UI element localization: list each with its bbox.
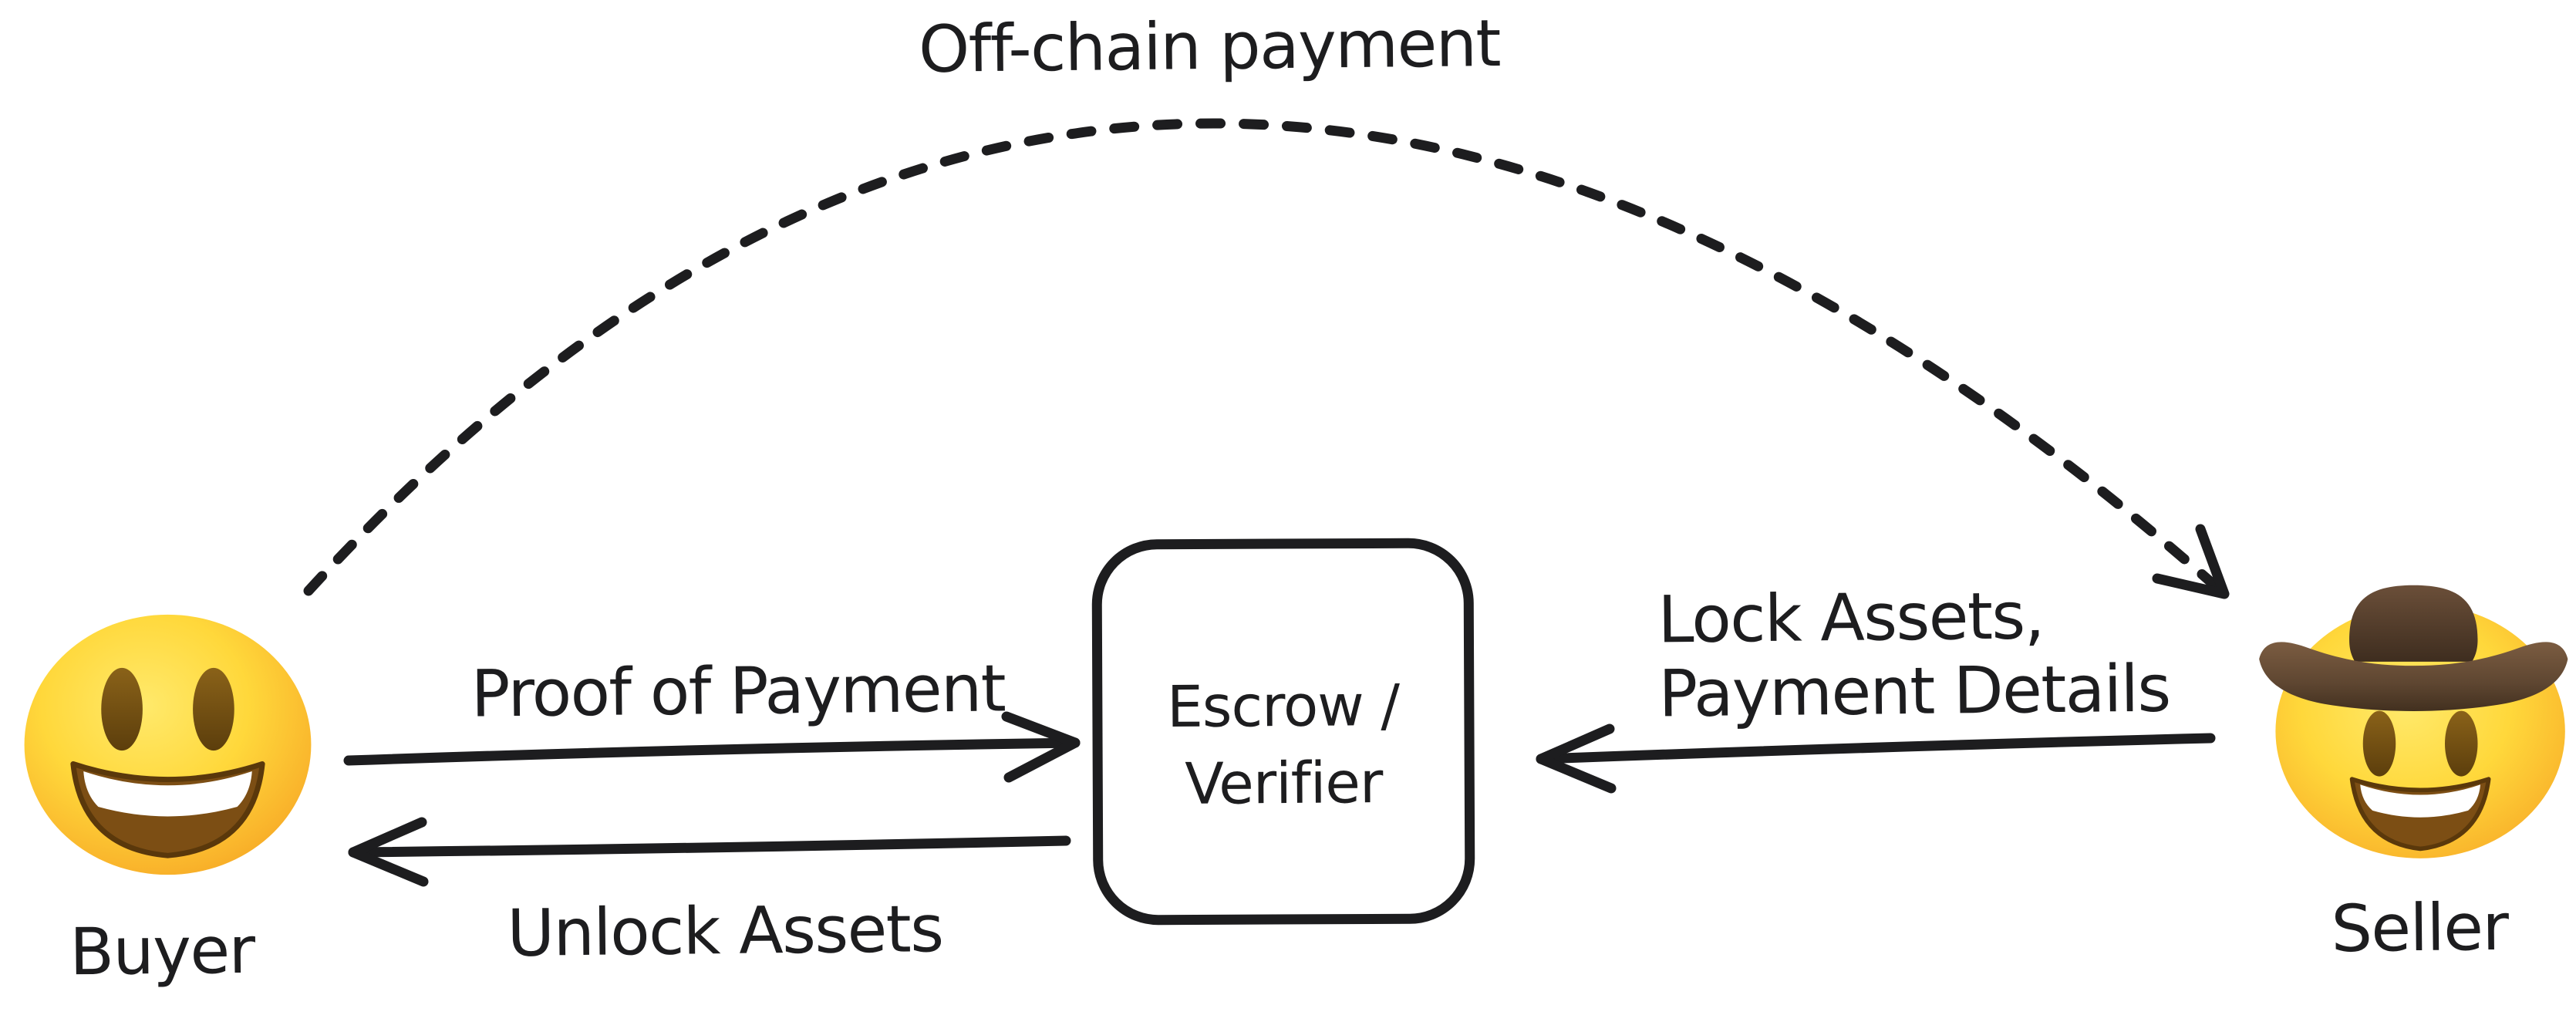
- buyer-node-label: Buyer: [69, 912, 255, 990]
- seller-left-eye: [2362, 710, 2396, 777]
- unlock-arrowhead: [348, 817, 429, 887]
- seller-teeth: [2360, 784, 2481, 818]
- buyer-teeth: [83, 771, 252, 817]
- proof-arrowhead: [1001, 711, 1081, 783]
- lock-arrow-label-line1: Lock Assets,: [1657, 578, 2045, 658]
- cowboy-hat-crown: [2349, 585, 2478, 662]
- cowboy-hat-brim: [2259, 642, 2568, 711]
- lock-arrow-line: [1536, 733, 2216, 764]
- seller-right-eye: [2445, 710, 2478, 777]
- escrow-box-label-line2: Verifier: [1185, 750, 1383, 818]
- offchain-arrow-curve: [303, 118, 2230, 599]
- buyer-left-eye: [101, 667, 143, 751]
- offchain-arrow-label: Off-chain payment: [918, 5, 1501, 87]
- proof-arrow-line: [343, 737, 1081, 766]
- offchain-arrowhead: [2152, 524, 2230, 599]
- seller-node-label: Seller: [2331, 889, 2508, 967]
- unlock-arrow-line: [348, 835, 1071, 858]
- buyer-emoji: [24, 614, 312, 875]
- escrow-box-label: Escrow / Verifier: [1167, 667, 1400, 823]
- escrow-box: [1091, 538, 1475, 926]
- buyer-right-eye: [193, 667, 234, 751]
- unlock-arrow-label: Unlock Assets: [507, 891, 943, 971]
- seller-emoji: [2259, 585, 2568, 858]
- lock-arrowhead: [1536, 723, 1617, 794]
- lock-arrow-label: Lock Assets, Payment Details: [1657, 578, 2170, 731]
- proof-arrow-label: Proof of Payment: [470, 650, 1006, 732]
- escrow-box-label-line1: Escrow /: [1166, 672, 1400, 741]
- lock-arrow-label-line2: Payment Details: [1658, 650, 2171, 732]
